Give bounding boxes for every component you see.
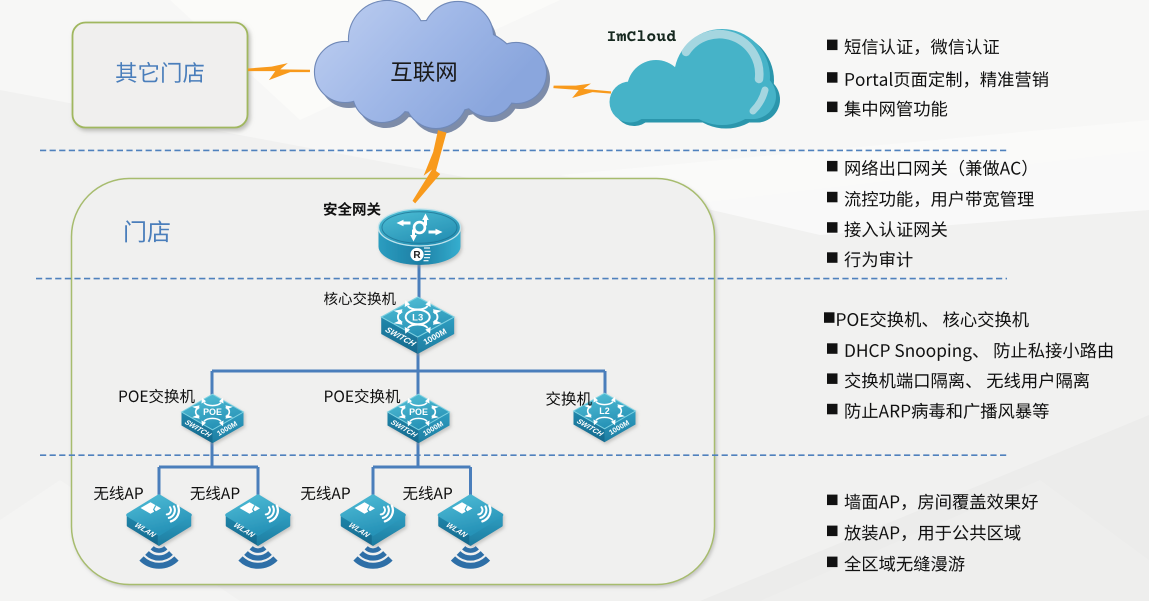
- svg-text:L3: L3: [412, 312, 423, 323]
- svg-text:R: R: [413, 250, 421, 261]
- svg-text:L2: L2: [599, 406, 609, 416]
- svg-text:POE: POE: [409, 407, 428, 417]
- svg-text:POE: POE: [203, 407, 222, 417]
